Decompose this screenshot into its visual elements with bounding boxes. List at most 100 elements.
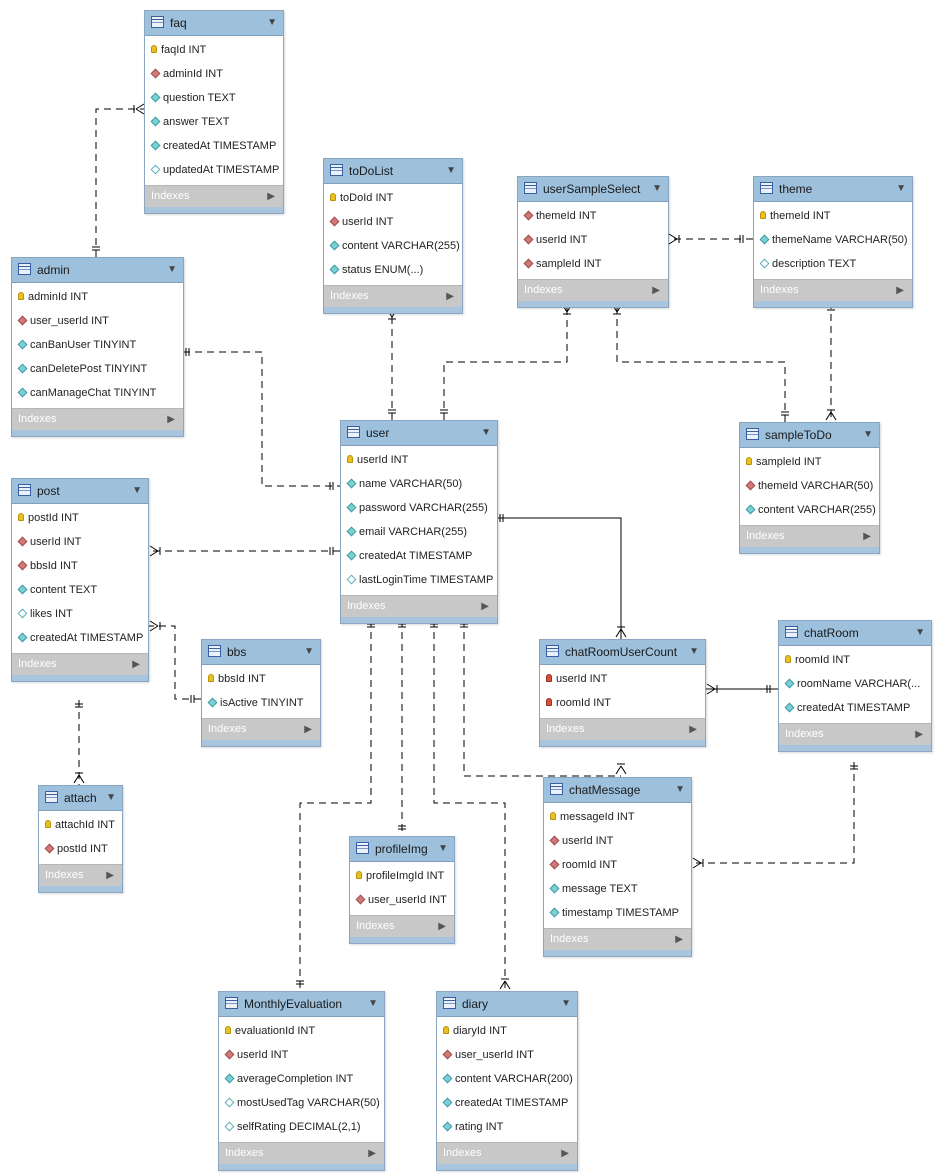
column-row[interactable]: sampleId INT: [518, 252, 668, 276]
column-row[interactable]: themeId INT: [754, 204, 912, 228]
indexes-section[interactable]: Indexes▶: [219, 1142, 384, 1164]
table-header[interactable]: chatMessage▼: [544, 778, 691, 803]
expand-arrow-icon[interactable]: ▶: [304, 724, 312, 735]
column-row[interactable]: mostUsedTag VARCHAR(50): [219, 1091, 384, 1115]
column-row[interactable]: password VARCHAR(255): [341, 496, 497, 520]
column-row[interactable]: adminId INT: [12, 285, 183, 309]
column-row[interactable]: messageId INT: [544, 805, 691, 829]
expand-arrow-icon[interactable]: ▶: [438, 921, 446, 932]
column-row[interactable]: likes INT: [12, 602, 148, 626]
expand-arrow-icon[interactable]: ▶: [132, 659, 140, 670]
expand-arrow-icon[interactable]: ▶: [652, 285, 660, 296]
table-header[interactable]: user▼: [341, 421, 497, 446]
table-header[interactable]: MonthlyEvaluation▼: [219, 992, 384, 1017]
column-row[interactable]: question TEXT: [145, 86, 283, 110]
column-row[interactable]: adminId INT: [145, 62, 283, 86]
indexes-section[interactable]: Indexes▶: [39, 864, 122, 886]
indexes-section[interactable]: Indexes▶: [779, 723, 931, 745]
column-row[interactable]: email VARCHAR(255): [341, 520, 497, 544]
collapse-caret-icon[interactable]: ▼: [689, 646, 699, 657]
column-row[interactable]: userId INT: [544, 829, 691, 853]
column-row[interactable]: content VARCHAR(200): [437, 1067, 577, 1091]
indexes-section[interactable]: Indexes▶: [754, 279, 912, 301]
expand-arrow-icon[interactable]: ▶: [561, 1148, 569, 1159]
collapse-caret-icon[interactable]: ▼: [106, 792, 116, 803]
column-row[interactable]: toDoId INT: [324, 186, 462, 210]
table-header[interactable]: post▼: [12, 479, 148, 504]
column-row[interactable]: roomId INT: [544, 853, 691, 877]
column-row[interactable]: themeName VARCHAR(50): [754, 228, 912, 252]
column-row[interactable]: canBanUser TINYINT: [12, 333, 183, 357]
column-row[interactable]: averageCompletion INT: [219, 1067, 384, 1091]
column-row[interactable]: user_userId INT: [12, 309, 183, 333]
indexes-section[interactable]: Indexes▶: [350, 915, 454, 937]
indexes-section[interactable]: Indexes▶: [437, 1142, 577, 1164]
table-header[interactable]: diary▼: [437, 992, 577, 1017]
collapse-caret-icon[interactable]: ▼: [446, 165, 456, 176]
column-row[interactable]: content VARCHAR(255): [324, 234, 462, 258]
expand-arrow-icon[interactable]: ▶: [368, 1148, 376, 1159]
column-row[interactable]: userId INT: [219, 1043, 384, 1067]
collapse-caret-icon[interactable]: ▼: [481, 427, 491, 438]
expand-arrow-icon[interactable]: ▶: [915, 729, 923, 740]
table-header[interactable]: attach▼: [39, 786, 122, 811]
column-row[interactable]: updatedAt TIMESTAMP: [145, 158, 283, 182]
column-row[interactable]: content VARCHAR(255): [740, 498, 879, 522]
indexes-section[interactable]: Indexes▶: [544, 928, 691, 950]
column-row[interactable]: answer TEXT: [145, 110, 283, 134]
column-row[interactable]: canDeletePost TINYINT: [12, 357, 183, 381]
collapse-caret-icon[interactable]: ▼: [167, 264, 177, 275]
table-header[interactable]: bbs▼: [202, 640, 320, 665]
column-row[interactable]: createdAt TIMESTAMP: [12, 626, 148, 650]
column-row[interactable]: userId INT: [518, 228, 668, 252]
column-row[interactable]: user_userId INT: [350, 888, 454, 912]
column-row[interactable]: diaryId INT: [437, 1019, 577, 1043]
expand-arrow-icon[interactable]: ▶: [446, 291, 454, 302]
expand-arrow-icon[interactable]: ▶: [675, 934, 683, 945]
expand-arrow-icon[interactable]: ▶: [267, 191, 275, 202]
column-row[interactable]: description TEXT: [754, 252, 912, 276]
column-row[interactable]: isActive TINYINT: [202, 691, 320, 715]
indexes-section[interactable]: Indexes▶: [145, 185, 283, 207]
table-header[interactable]: toDoList▼: [324, 159, 462, 184]
column-row[interactable]: createdAt TIMESTAMP: [437, 1091, 577, 1115]
indexes-section[interactable]: Indexes▶: [202, 718, 320, 740]
table-header[interactable]: faq▼: [145, 11, 283, 36]
indexes-section[interactable]: Indexes▶: [518, 279, 668, 301]
column-row[interactable]: profileImgId INT: [350, 864, 454, 888]
column-row[interactable]: userId INT: [341, 448, 497, 472]
table-header[interactable]: sampleToDo▼: [740, 423, 879, 448]
table-header[interactable]: profileImg▼: [350, 837, 454, 862]
collapse-caret-icon[interactable]: ▼: [652, 183, 662, 194]
column-row[interactable]: sampleId INT: [740, 450, 879, 474]
table-header[interactable]: admin▼: [12, 258, 183, 283]
collapse-caret-icon[interactable]: ▼: [675, 784, 685, 795]
column-row[interactable]: postId INT: [12, 506, 148, 530]
expand-arrow-icon[interactable]: ▶: [896, 285, 904, 296]
indexes-section[interactable]: Indexes▶: [540, 718, 705, 740]
column-row[interactable]: lastLoginTime TIMESTAMP: [341, 568, 497, 592]
column-row[interactable]: createdAt TIMESTAMP: [341, 544, 497, 568]
column-row[interactable]: themeId VARCHAR(50): [740, 474, 879, 498]
column-row[interactable]: themeId INT: [518, 204, 668, 228]
column-row[interactable]: user_userId INT: [437, 1043, 577, 1067]
collapse-caret-icon[interactable]: ▼: [438, 843, 448, 854]
table-header[interactable]: chatRoom▼: [779, 621, 931, 646]
expand-arrow-icon[interactable]: ▶: [106, 870, 114, 881]
column-row[interactable]: roomName VARCHAR(...: [779, 672, 931, 696]
collapse-caret-icon[interactable]: ▼: [267, 17, 277, 28]
collapse-caret-icon[interactable]: ▼: [561, 998, 571, 1009]
table-header[interactable]: theme▼: [754, 177, 912, 202]
column-row[interactable]: createdAt TIMESTAMP: [145, 134, 283, 158]
indexes-section[interactable]: Indexes▶: [341, 595, 497, 617]
table-header[interactable]: userSampleSelect▼: [518, 177, 668, 202]
expand-arrow-icon[interactable]: ▶: [689, 724, 697, 735]
